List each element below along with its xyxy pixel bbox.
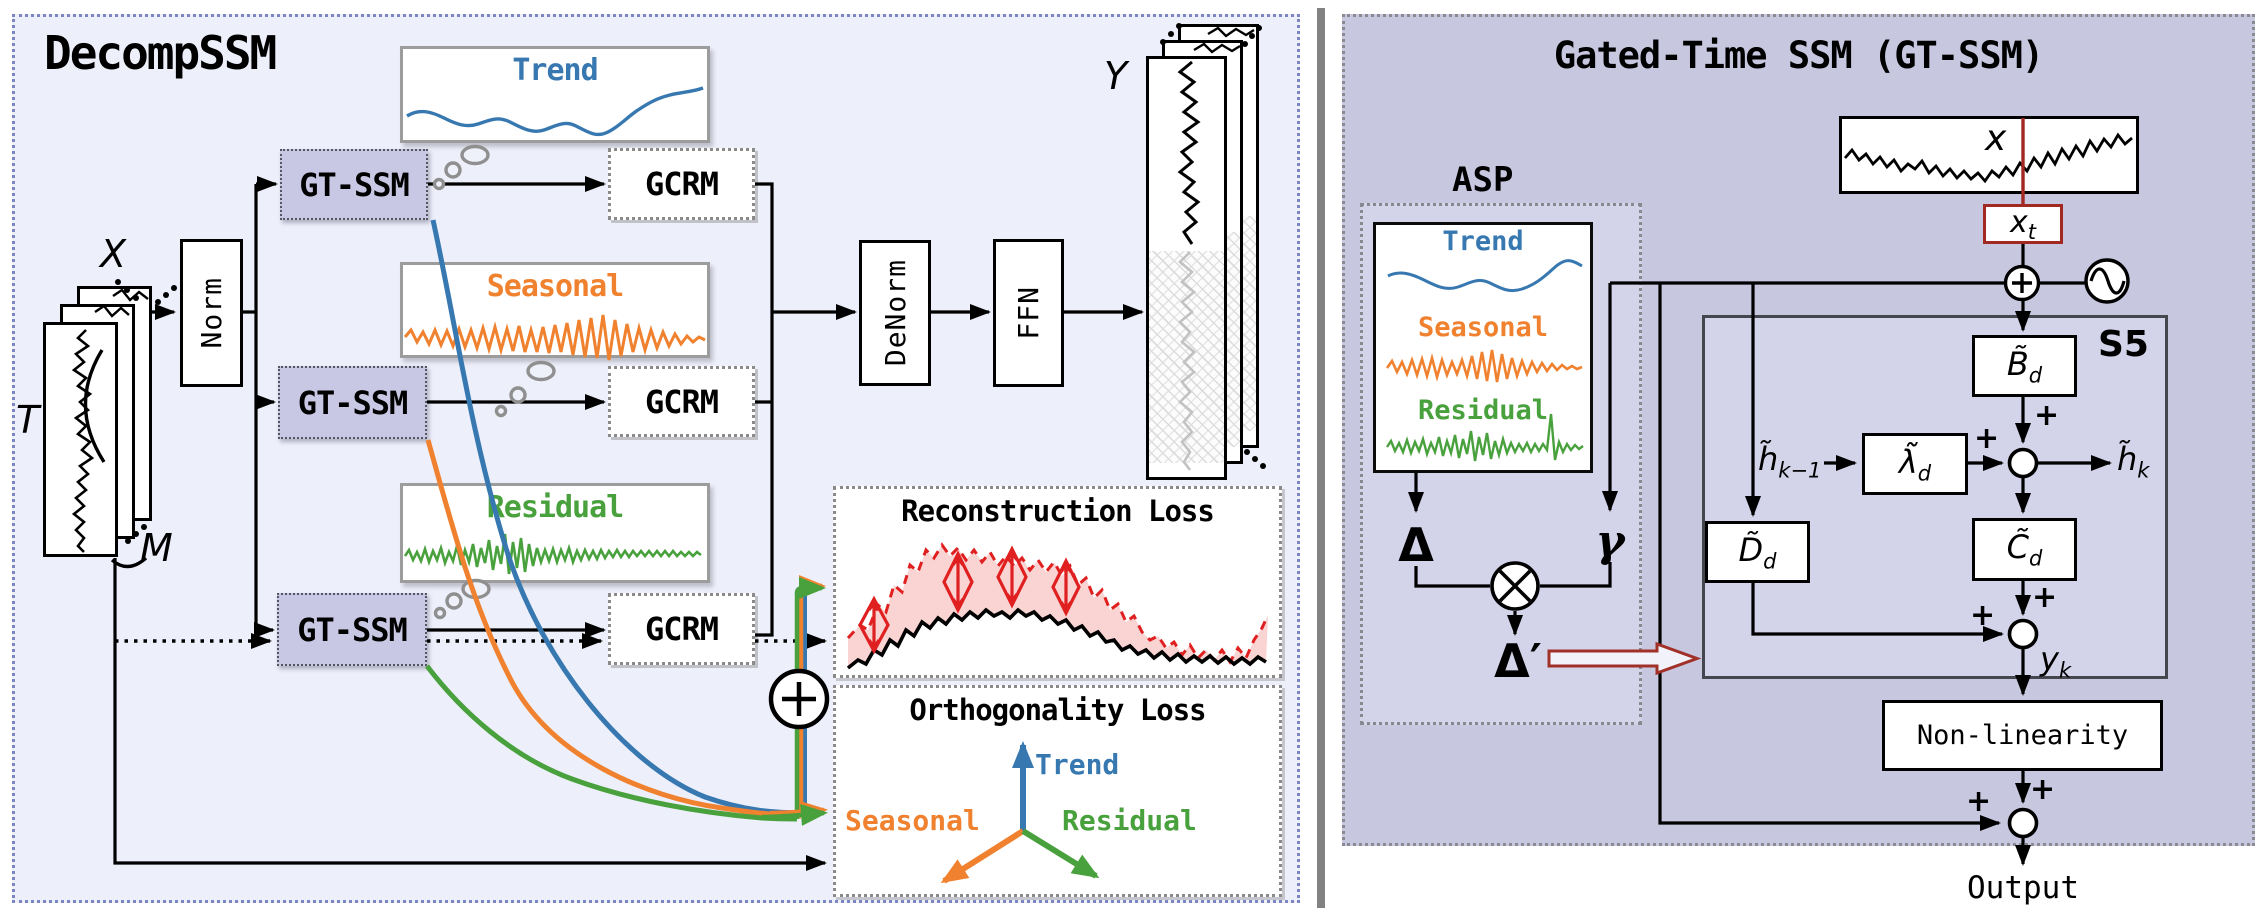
asp-trend-label: Trend [1442,226,1524,257]
xt-box: xt [1983,204,2063,244]
plus-lambda-to-state: + [1974,421,2000,456]
residual-box: Residual [400,483,710,583]
d-matrix-box: D̃d [1705,521,1810,583]
ffn-box: FFN [993,239,1064,387]
x-series-label: x [1985,118,2007,159]
input-x-label: X [100,232,127,276]
residual-label: Residual [486,490,625,525]
plus-d-to-yk: + [1970,598,1996,633]
reconstruction-loss-box: Reconstruction Loss [833,486,1282,678]
right-panel-title: Gated-Time SSM (GT-SSM) [1553,34,2044,77]
gt-ssm-1-label: GT-SSM [299,165,410,204]
output-label: Output [1967,870,2079,906]
gcrm-box-3: GCRM [608,593,755,665]
gcrm-1-label: GCRM [644,165,719,203]
gcrm-box-1: GCRM [608,148,755,220]
xt-label: xt [2010,204,2036,244]
b-matrix-label: B̃d [2006,344,2043,388]
ffn-label: FFN [1012,286,1045,340]
gt-ssm-box-3: GT-SSM [277,593,427,666]
plus-c-to-yk: + [2032,580,2058,615]
denorm-label: DeNorm [878,259,912,367]
lambda-matrix-box: λ̃d [1862,433,1968,495]
b-matrix-box: B̃d [1972,335,2077,397]
norm-box: Norm [180,239,243,387]
gcrm-box-2: GCRM [608,366,755,437]
trend-label: Trend [512,53,598,88]
asp-residual-label: Residual [1417,395,1549,426]
input-t-label: T [16,398,40,442]
orthogonality-loss-title: Orthogonality Loss [909,693,1206,727]
seasonal-label: Seasonal [486,269,625,304]
plus-b-to-state: + [2034,398,2060,433]
h-next-label: h̃k [2117,440,2150,483]
s5-label: S5 [2098,324,2149,365]
trend-box: Trend [400,46,710,143]
input-sheet-front [43,322,118,557]
ortho-residual-label: Residual [1062,804,1197,837]
asp-seasonal-label: Seasonal [1417,312,1549,343]
gt-ssm-box-2: GT-SSM [278,366,427,439]
s5-box [1702,315,2168,679]
output-sheet-front [1146,56,1227,480]
ortho-seasonal-label: Seasonal [845,804,980,837]
seasonal-box: Seasonal [400,262,710,358]
nonlinearity-label: Non-linearity [1916,720,2129,751]
reconstruction-loss-title: Reconstruction Loss [901,494,1215,528]
left-panel-title: DecompSSM [44,26,277,80]
delta-prime-label: Δ′ [1494,634,1542,688]
output-y-label: Y [1104,54,1128,98]
input-m-label: M [140,526,173,570]
asp-decomposition-box [1373,222,1593,473]
yk-label: yk [2040,640,2072,683]
c-matrix-label: C̃d [2006,528,2043,571]
gt-ssm-2-label: GT-SSM [297,383,409,422]
plus-skip-to-out: + [1966,784,1992,819]
delta-label: Δ [1398,518,1434,572]
norm-label: Norm [195,277,228,349]
gcrm-2-label: GCRM [644,382,719,421]
panel-divider [1317,8,1325,908]
d-matrix-label: D̃d [1738,530,1777,574]
gamma-label: γ [1595,516,1625,567]
gt-ssm-box-1: GT-SSM [280,149,428,220]
nonlinearity-box: Non-linearity [1882,700,2163,771]
plus-nonlin-to-out: + [2030,772,2056,807]
denorm-box: DeNorm [859,240,931,386]
ortho-trend-label: Trend [1035,748,1120,781]
c-matrix-box: C̃d [1972,518,2077,581]
gcrm-3-label: GCRM [644,610,719,648]
lambda-matrix-label: λ̃d [1898,442,1932,486]
orthogonality-loss-box: Orthogonality Loss [833,685,1282,897]
h-prev-label: h̃k−1 [1758,440,1822,483]
gt-ssm-3-label: GT-SSM [297,610,408,649]
asp-label: ASP [1452,160,1514,200]
